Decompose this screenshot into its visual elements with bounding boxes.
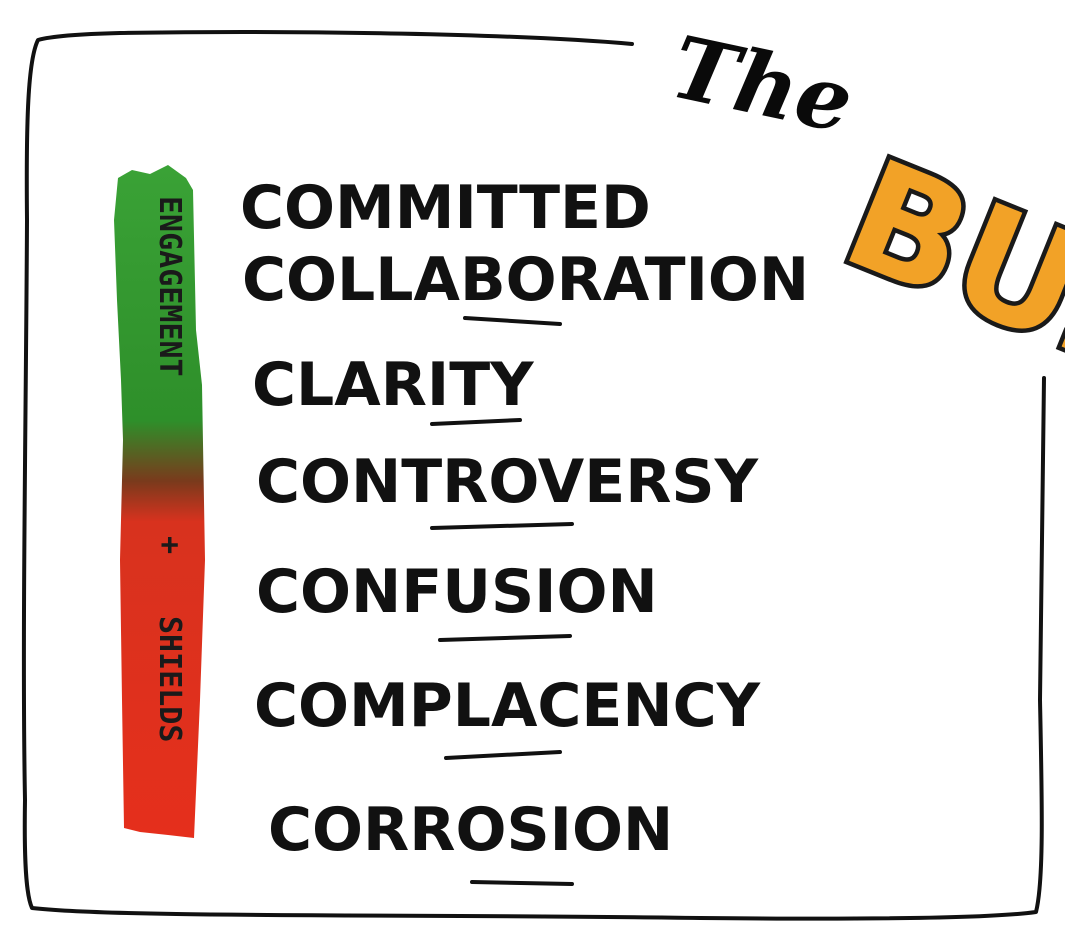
level-controversy: CONTROVERSY [256,447,760,517]
level-corrosion: CORROSION [268,795,673,865]
box-outline [21,30,1046,921]
bar-label-bottom: SHIELDS [152,616,187,742]
level-committed: COMMITTED [240,173,651,243]
level-collaboration: COLLABORATION [242,245,809,315]
level-clarity: CLARITY [252,350,535,420]
bar-label-join: + [152,536,187,554]
title-word: BUZZ [823,128,1065,459]
title-prefix: The [663,17,861,153]
level-complacency: COMPLACENCY [254,671,762,741]
level-separators [430,316,574,886]
engagement-bar [114,165,205,838]
level-confusion: CONFUSION [256,557,658,627]
bar-label-top: ENGAGEMENT [152,196,187,377]
